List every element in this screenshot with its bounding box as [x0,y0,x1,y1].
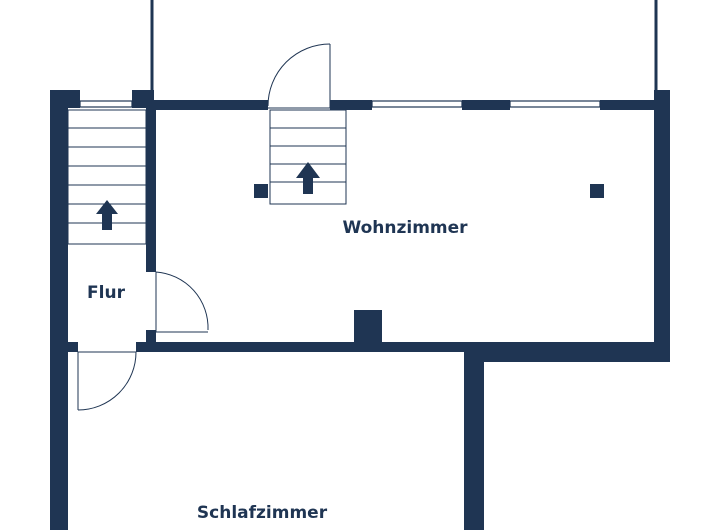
wall-living-top-b [330,100,372,110]
room-label-flur: Flur [87,283,126,303]
wall-flur-living [146,100,156,272]
wall-living-bottom-right [464,342,670,362]
wall-right-outer [654,90,670,362]
chimney [354,310,382,344]
door-bedroom [77,351,137,411]
room-label-wohnzimmer: Wohnzimmer [342,218,468,238]
wall-living-top-c [462,100,510,110]
wall-left-outer [50,90,68,530]
wall-flur-bedroom [68,342,78,352]
door-living [155,271,209,333]
window-living-a [371,100,463,108]
door-balcony [267,43,331,109]
arrow-up-icon [296,162,320,194]
wall-top-left [50,90,80,108]
pillar-right [590,184,604,198]
wall-bedroom-right [464,342,484,530]
pillar-left [254,184,268,198]
wall-flur-bedroom-b [136,342,156,352]
upper-outline [150,0,658,100]
room-label-schlafzimmer: Schlafzimmer [197,503,328,523]
windows [79,100,601,108]
window-flur [79,100,133,108]
walls [50,90,670,530]
wall-living-bottom [150,342,670,352]
wall-living-top-a [150,100,268,110]
window-living-b [509,100,601,108]
wall-living-top-d [600,100,660,110]
arrow-up-icon [96,200,118,230]
stairs-flur [67,109,147,245]
wall-flur-stub [146,330,156,352]
